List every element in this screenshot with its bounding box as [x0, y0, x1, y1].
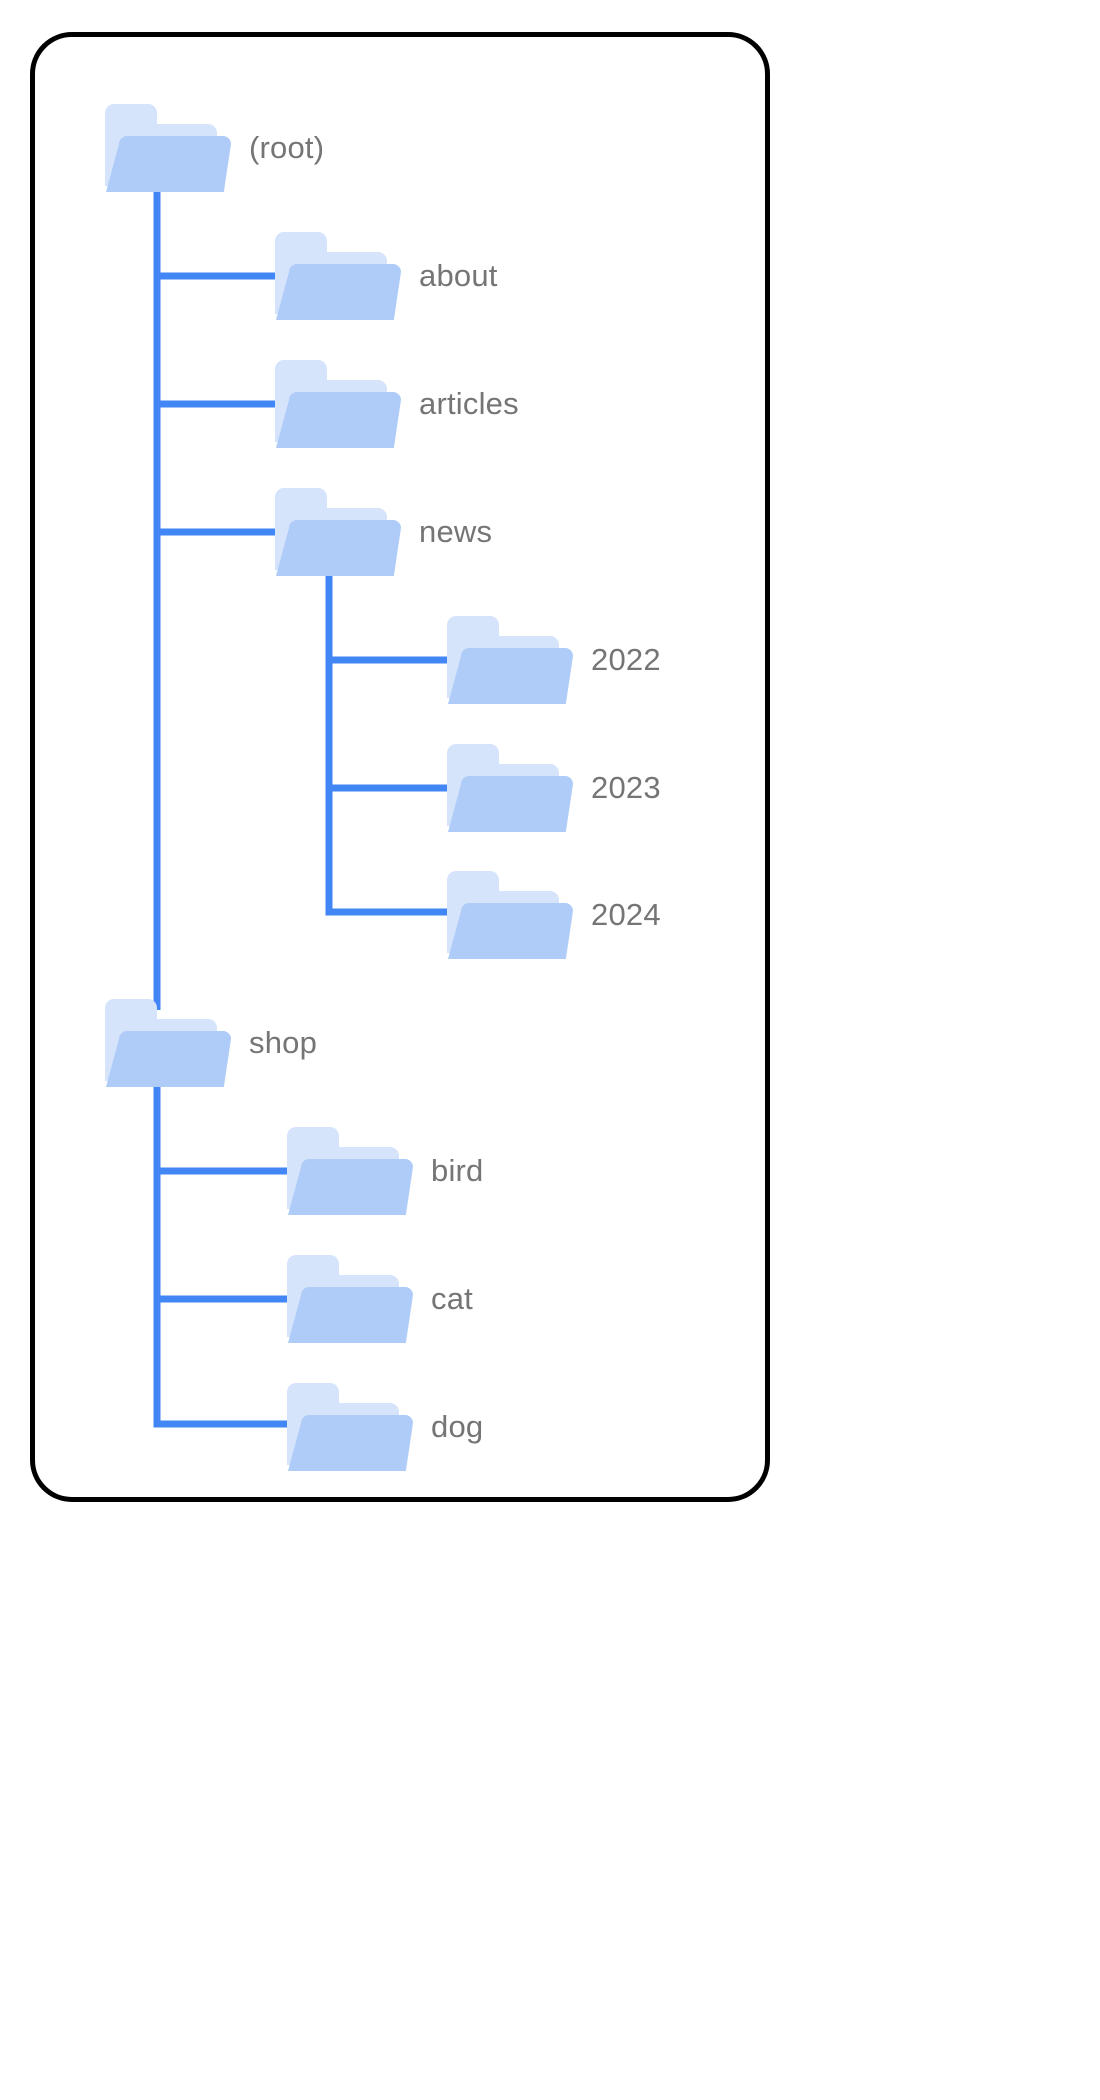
tree-connector	[325, 788, 453, 916]
folder-front-panel	[276, 392, 401, 448]
folder-icon[interactable]	[447, 871, 573, 959]
connector-vertical	[153, 532, 161, 1010]
connector-horizontal	[325, 908, 453, 916]
folder-front-panel	[447, 648, 573, 704]
tree-connector	[153, 1070, 293, 1175]
folder-front-panel	[288, 1159, 413, 1215]
connector-vertical	[153, 404, 161, 532]
connector-horizontal	[325, 656, 453, 664]
node-label-root: (root)	[249, 130, 325, 165]
folder-front-panel	[106, 1031, 231, 1087]
connector-vertical	[153, 276, 161, 404]
folder-front-panel	[447, 903, 573, 959]
folder-front-panel	[447, 776, 573, 832]
tree-connector	[153, 1171, 293, 1303]
node-label-shop: shop	[249, 1025, 318, 1060]
tree-connector	[153, 1299, 293, 1428]
tree-connector	[325, 660, 453, 792]
tree-connector	[325, 560, 453, 664]
node-label-news-2022: 2022	[591, 642, 661, 677]
folder-icon[interactable]	[447, 744, 573, 832]
node-label-articles: articles	[419, 386, 519, 421]
folder-icon[interactable]	[287, 1255, 413, 1343]
node-label-news-2024: 2024	[591, 897, 661, 932]
connector-horizontal	[153, 400, 281, 408]
connector-horizontal	[153, 528, 281, 536]
folder-icon[interactable]	[275, 488, 401, 576]
node-label-shop-bird: bird	[431, 1153, 484, 1188]
folder-icon[interactable]	[105, 999, 231, 1087]
connector-horizontal	[153, 1295, 293, 1303]
node-label-news-2023: 2023	[591, 770, 661, 805]
connector-vertical	[325, 788, 333, 912]
node-label-about: about	[419, 258, 498, 293]
node-label-shop-dog: dog	[431, 1409, 484, 1444]
folder-icons	[105, 104, 573, 1471]
folder-icon[interactable]	[287, 1127, 413, 1215]
tree-connector	[153, 404, 281, 536]
folder-icon[interactable]	[275, 360, 401, 448]
connector-vertical	[153, 175, 161, 276]
folder-front-panel	[288, 1415, 413, 1471]
folder-front-panel	[276, 264, 401, 320]
connector-horizontal	[325, 784, 453, 792]
folder-front-panel	[288, 1287, 413, 1343]
tree-connector	[153, 532, 161, 1010]
connector-vertical	[325, 560, 333, 660]
folder-front-panel	[276, 520, 401, 576]
folder-icon[interactable]	[287, 1383, 413, 1471]
connector-horizontal	[153, 1420, 293, 1428]
folder-front-panel	[106, 136, 231, 192]
connector-vertical	[153, 1171, 161, 1299]
tree-connector	[153, 276, 281, 408]
folder-icon[interactable]	[275, 232, 401, 320]
folder-icon[interactable]	[447, 616, 573, 704]
folder-icon[interactable]	[105, 104, 231, 192]
connector-lines	[153, 175, 453, 1428]
connector-horizontal	[153, 272, 281, 280]
node-label-news: news	[419, 514, 493, 549]
connector-horizontal	[153, 1167, 293, 1175]
connector-vertical	[153, 1070, 161, 1171]
node-label-shop-cat: cat	[431, 1281, 473, 1316]
connector-vertical	[153, 1299, 161, 1424]
connector-vertical	[325, 660, 333, 788]
tree-connector	[153, 175, 281, 280]
